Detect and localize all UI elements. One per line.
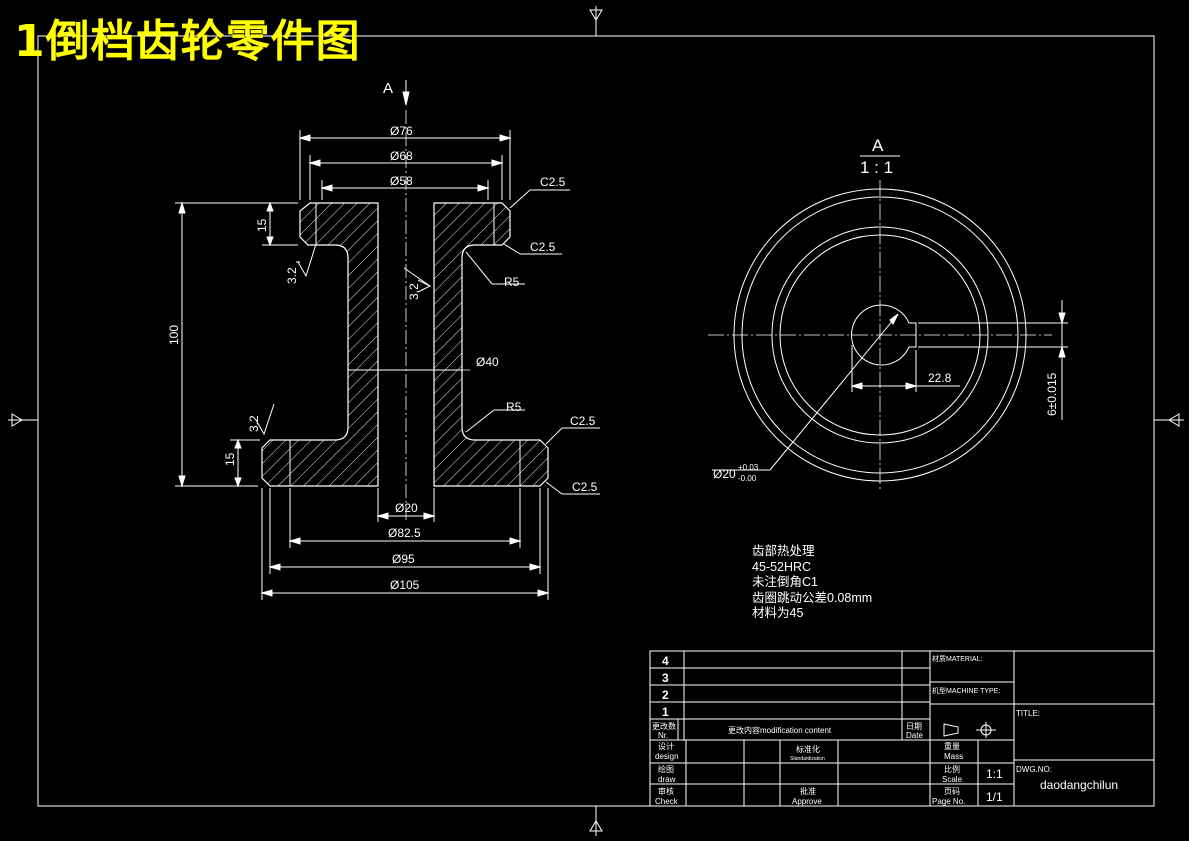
rev-no-label: 更改数 — [652, 721, 676, 731]
note-line: 齿部热处理 — [752, 544, 815, 558]
rev-content-label: 更改内容modification content — [728, 725, 832, 735]
section-view: A Ø76 Ø68 Ø58 C2.5 C2.5 — [167, 80, 600, 600]
scale-label: 比例 — [944, 764, 960, 774]
section-marker: A — [383, 80, 393, 97]
dwg-no-value: daodangchilun — [1040, 778, 1118, 792]
dim-d58: Ø58 — [390, 174, 413, 188]
end-view-scale: 1 : 1 — [860, 158, 893, 177]
section-left-half — [261, 202, 379, 487]
dwg-no-label: DWG.NO: — [1016, 765, 1052, 774]
bore-dim: Ø20 — [713, 467, 736, 481]
dim-h15-top: 15 — [255, 218, 269, 232]
chamfer-top-right-2: C2.5 — [530, 240, 556, 254]
centering-marks — [8, 6, 1184, 836]
projection-symbol-icon — [943, 722, 996, 738]
chamfer-bottom-right-1: C2.5 — [570, 414, 596, 428]
check-label-en: Check — [655, 797, 679, 806]
material-label: 材质MATERIAL: — [932, 654, 982, 663]
title-block: 4 3 2 1 更改数 Nr. 更改内容modification content… — [649, 650, 1155, 807]
bore-keyway — [851, 304, 917, 366]
roughness-bore: 3.2 — [407, 283, 421, 300]
technical-notes: 齿部热处理 45-52HRC 未注倒角C1 齿圈跳动公差0.08mm 材料为45 — [752, 544, 872, 622]
check-label: 审核 — [658, 786, 674, 796]
note-line: 材料为45 — [752, 606, 804, 620]
dim-d105: Ø105 — [390, 578, 420, 592]
draw-label-en: draw — [658, 775, 676, 784]
rev-row-2: 2 — [662, 688, 669, 702]
design-label-en: design — [655, 752, 679, 761]
approve-label: 批准 — [800, 786, 816, 796]
radius-top: R5 — [504, 275, 520, 289]
bore-tol-lower: -0.00 — [738, 474, 757, 483]
dim-d76: Ø76 — [390, 124, 413, 138]
end-view: A 1 : 1 22.8 6±0.015 Ø20 +0.03 -0.00 — [708, 136, 1068, 490]
dim-d82-5: Ø82.5 — [388, 526, 421, 540]
end-view-label: A — [872, 136, 884, 155]
radius-bottom: R5 — [506, 400, 522, 414]
std-label-en: Standardization — [790, 756, 825, 762]
design-label: 设计 — [658, 741, 674, 751]
scale-value: 1:1 — [986, 767, 1003, 781]
draw-label: 绘图 — [658, 764, 674, 774]
page-value: 1/1 — [986, 790, 1003, 804]
dim-h15-bottom: 15 — [223, 452, 237, 466]
title-label: TITLE: — [1016, 709, 1040, 718]
dim-d20: Ø20 — [395, 501, 418, 515]
rev-no-label-en: Nr. — [658, 731, 668, 740]
bore-tol-upper: +0.03 — [738, 463, 759, 472]
approve-label-en: Approve — [792, 797, 822, 806]
note-line: 未注倒角C1 — [752, 575, 818, 589]
mass-label: 重量 — [944, 741, 960, 751]
date-label-en: Date — [906, 731, 923, 740]
roughness-left-top: 3.2 — [285, 267, 299, 284]
dim-d40: Ø40 — [476, 355, 499, 369]
dim-d68: Ø68 — [390, 149, 413, 163]
keyway-depth-dim: 22.8 — [928, 371, 952, 385]
date-label: 日期 — [906, 722, 922, 731]
std-label: 标准化 — [796, 744, 820, 754]
section-right-half — [433, 202, 549, 487]
keyway-width-dim: 6±0.015 — [1045, 372, 1059, 416]
machine-type-label: 机型MACHINE TYPE: — [932, 686, 1000, 695]
page-label-en: Page No. — [932, 797, 965, 806]
page-title: 1倒档齿轮零件图 — [14, 16, 361, 67]
rev-row-4: 4 — [662, 654, 669, 668]
scale-label-en: Scale — [942, 775, 963, 784]
page-label: 页码 — [944, 787, 960, 796]
dim-h100: 100 — [167, 325, 181, 345]
dim-d95: Ø95 — [392, 552, 415, 566]
roughness-left-bottom: 3.2 — [247, 415, 261, 432]
rev-row-1: 1 — [662, 705, 669, 719]
note-line: 45-52HRC — [752, 559, 812, 574]
chamfer-bottom-right-2: C2.5 — [572, 480, 598, 494]
chamfer-top-right-1: C2.5 — [540, 175, 566, 189]
note-line: 齿圈跳动公差0.08mm — [752, 590, 873, 605]
mass-label-en: Mass — [944, 752, 963, 761]
rev-row-3: 3 — [662, 671, 669, 685]
